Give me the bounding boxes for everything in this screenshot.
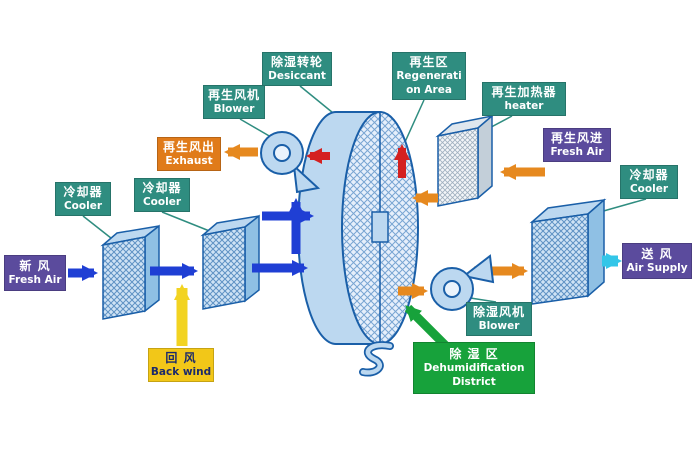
dehumid-district-en2: District bbox=[452, 375, 496, 388]
wheel-drive-ribbon bbox=[359, 341, 394, 377]
label-regen-blower: 再生风机 Blower bbox=[203, 85, 265, 119]
air-supply-zh: 送 风 bbox=[641, 246, 673, 261]
cooler1-en: Cooler bbox=[63, 199, 103, 212]
dehumid-blower-en: Blower bbox=[478, 319, 520, 332]
regen-fresh-air-en: Fresh Air bbox=[550, 145, 604, 158]
cooler-unit-2 bbox=[200, 214, 260, 310]
heater-unit bbox=[435, 114, 495, 207]
regen-blower-fan bbox=[260, 131, 321, 194]
label-regen-fresh-air: 再生风进 Fresh Air bbox=[543, 128, 611, 162]
label-fresh-air-in: 新 风 Fresh Air bbox=[4, 255, 66, 291]
cooler2-en: Cooler bbox=[142, 195, 182, 208]
dehumid-blower-fan bbox=[430, 254, 495, 311]
fresh-air-in-zh: 新 风 bbox=[19, 258, 51, 273]
air-supply-en: Air Supply bbox=[626, 261, 688, 274]
back-wind-zh: 回 风 bbox=[165, 350, 197, 365]
regen-area-en2: on Area bbox=[406, 83, 452, 96]
desiccant-wheel bbox=[297, 111, 419, 345]
dehumid-district-zh: 除 湿 区 bbox=[449, 347, 499, 362]
exhaust-zh: 再生风出 bbox=[162, 139, 215, 154]
label-air-supply: 送 风 Air Supply bbox=[622, 243, 692, 279]
back-wind-en: Back wind bbox=[150, 365, 212, 378]
label-connector-lines bbox=[82, 85, 647, 303]
label-cooler1: 冷却器 Cooler bbox=[55, 182, 111, 216]
desiccant-en: Desiccant bbox=[268, 69, 326, 82]
process-air-arrows bbox=[68, 198, 314, 281]
desiccant-zh: 除湿转轮 bbox=[270, 54, 323, 69]
regen-area-en1: Regenerati bbox=[396, 70, 462, 83]
regen-fresh-air-zh: 再生风进 bbox=[550, 130, 603, 145]
label-cooler2: 冷却器 Cooler bbox=[134, 178, 190, 212]
cooler-unit-3 bbox=[529, 198, 607, 305]
regen-blower-zh: 再生风机 bbox=[208, 87, 261, 102]
cooler3-zh: 冷却器 bbox=[629, 167, 669, 182]
exhaust-en: Exhaust bbox=[165, 154, 213, 167]
heater-zh: 再生加热器 bbox=[491, 84, 557, 99]
label-regen-area: 再生区 Regenerati on Area bbox=[392, 52, 466, 100]
dehumid-blower-zh: 除湿风机 bbox=[472, 304, 525, 319]
label-dehumid-district: 除 湿 区 Dehumidification District bbox=[413, 342, 535, 394]
dehumid-district-en1: Dehumidification bbox=[423, 362, 525, 375]
fresh-air-in-en: Fresh Air bbox=[8, 273, 62, 286]
regen-blower-en: Blower bbox=[213, 102, 255, 115]
label-heater: 再生加热器 heater bbox=[482, 82, 566, 116]
regen-sector-arrows bbox=[306, 144, 410, 178]
label-cooler3: 冷却器 Cooler bbox=[620, 165, 678, 199]
cooler3-en: Cooler bbox=[629, 182, 669, 195]
label-exhaust: 再生风出 Exhaust bbox=[157, 137, 221, 171]
label-dehumid-blower: 除湿风机 Blower bbox=[466, 302, 532, 336]
heater-en: heater bbox=[504, 99, 544, 112]
label-desiccant: 除湿转轮 Desiccant bbox=[262, 52, 332, 86]
wheel-hub bbox=[371, 211, 389, 243]
regen-area-zh: 再生区 bbox=[409, 55, 449, 70]
cooler1-zh: 冷却器 bbox=[63, 184, 103, 199]
label-back-wind: 回 风 Back wind bbox=[148, 348, 214, 382]
cooler2-zh: 冷却器 bbox=[142, 180, 182, 195]
